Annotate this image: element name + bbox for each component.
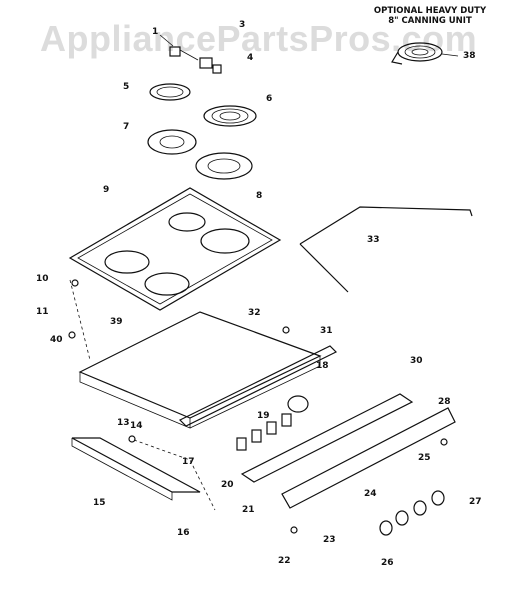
callout-32: 32 <box>248 308 261 318</box>
header-line-1: OPTIONAL HEAVY DUTY <box>373 6 487 16</box>
rod-drawing <box>299 206 473 245</box>
leader-left <box>69 279 91 361</box>
callout-16: 16 <box>177 528 190 538</box>
callout-17: 17 <box>182 457 195 467</box>
canning-unit-drawing <box>391 42 459 65</box>
switches-drawing <box>236 395 309 451</box>
callout-23: 23 <box>323 535 336 545</box>
callout-22: 22 <box>278 556 291 566</box>
knobs-drawing <box>379 490 445 536</box>
callout-18: 18 <box>316 361 329 371</box>
surface-elements-drawing <box>147 83 257 180</box>
callout-10: 10 <box>36 274 49 284</box>
control-panel-drawing <box>240 393 456 509</box>
header-line-2: 8" CANNING UNIT <box>388 16 472 26</box>
callout-38: 38 <box>463 51 476 61</box>
callout-21: 21 <box>242 505 255 515</box>
front-strip-drawing <box>71 437 201 501</box>
callout-20: 20 <box>221 480 234 490</box>
callout-40: 40 <box>50 335 63 345</box>
callout-13: 13 <box>117 418 130 428</box>
callout-14: 14 <box>130 421 143 431</box>
callout-5: 5 <box>123 82 130 92</box>
rod-leg-drawing <box>299 243 349 293</box>
callout-6: 6 <box>266 94 273 104</box>
optional-unit-header: OPTIONAL HEAVY DUTY 8" CANNING UNIT <box>360 6 500 26</box>
callout-7: 7 <box>123 122 130 132</box>
callout-4: 4 <box>247 53 254 63</box>
callout-9: 9 <box>103 185 110 195</box>
callout-3: 3 <box>239 20 246 30</box>
leader-bottom <box>133 439 216 511</box>
callout-30: 30 <box>410 356 423 366</box>
callout-27: 27 <box>469 497 482 507</box>
callout-26: 26 <box>381 558 394 568</box>
callout-11: 11 <box>36 307 49 317</box>
trim-strip-drawing <box>178 345 338 427</box>
callout-39: 39 <box>110 317 123 327</box>
cooktop-drawing <box>68 187 282 311</box>
callout-1: 1 <box>152 27 159 37</box>
callout-15: 15 <box>93 498 106 508</box>
callout-25: 25 <box>418 453 431 463</box>
callout-33: 33 <box>367 235 380 245</box>
terminal-block-drawing <box>159 34 222 74</box>
callout-31: 31 <box>320 326 333 336</box>
callout-8: 8 <box>256 191 263 201</box>
callout-24: 24 <box>364 489 377 499</box>
watermark: AppliancePartsPros.com <box>40 18 478 59</box>
callout-19: 19 <box>257 411 270 421</box>
screws-drawing <box>68 279 448 534</box>
callout-28: 28 <box>438 397 451 407</box>
